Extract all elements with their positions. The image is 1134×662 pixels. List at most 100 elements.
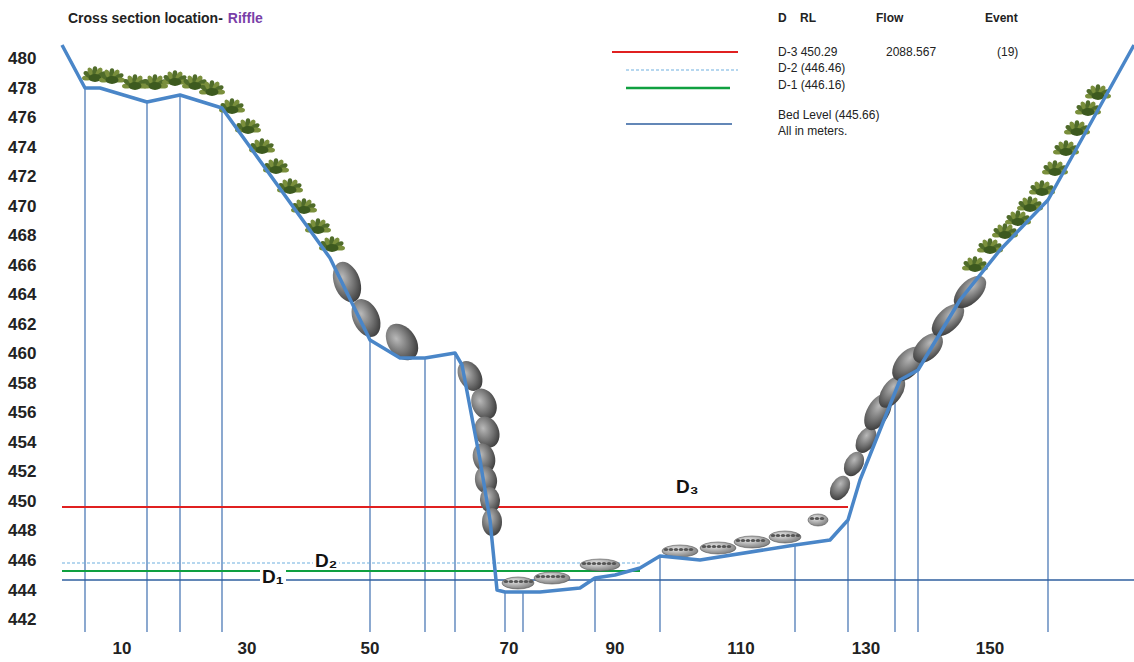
cobble — [612, 562, 616, 565]
cobble — [597, 562, 601, 565]
cobble — [551, 575, 555, 578]
station-line — [369, 340, 370, 632]
y-axis-tick: 472 — [8, 168, 36, 185]
cobble — [756, 539, 760, 542]
station-line — [594, 578, 595, 632]
leaf — [284, 186, 297, 194]
legend-entry: Bed Level (445.66) — [778, 109, 879, 121]
legend-header: Event — [985, 12, 1018, 24]
y-axis-tick: 446 — [8, 552, 36, 569]
station-line — [504, 592, 505, 632]
cobble — [689, 548, 693, 551]
y-axis-tick: 478 — [8, 80, 36, 97]
cobble — [519, 580, 523, 583]
cobble — [504, 580, 508, 583]
x-axis-tick: 90 — [606, 640, 625, 657]
cobble — [776, 534, 780, 537]
cobble — [684, 548, 688, 551]
y-axis-tick: 470 — [8, 198, 36, 215]
depth-label: D₂ — [313, 551, 339, 570]
x-axis-tick: 30 — [238, 640, 257, 657]
event-number: (19) — [997, 46, 1018, 58]
y-axis-tick: 464 — [8, 286, 36, 303]
legend-header: Flow — [876, 12, 903, 24]
cobble — [781, 534, 785, 537]
d2-line — [62, 562, 640, 563]
x-axis-tick: 150 — [976, 640, 1004, 657]
x-axis-tick: 70 — [500, 640, 519, 657]
leaf — [169, 78, 182, 86]
y-axis-tick: 458 — [8, 375, 36, 392]
leaf — [106, 76, 119, 84]
cobble — [546, 575, 550, 578]
station-line — [221, 108, 222, 632]
y-axis-tick: 460 — [8, 345, 36, 362]
legend-header: RL — [800, 12, 816, 24]
cobble-bed — [534, 572, 570, 584]
cobble — [592, 562, 596, 565]
leaf — [1049, 168, 1062, 176]
cobble — [712, 545, 716, 548]
cobble — [582, 562, 586, 565]
cobble — [796, 534, 800, 537]
cobble — [524, 580, 528, 583]
cobble — [529, 580, 533, 583]
ground-profile — [62, 45, 1134, 592]
cobble-bed — [734, 536, 770, 548]
legend-entry: D-2 (446.46) — [778, 62, 845, 74]
cobble — [541, 575, 545, 578]
cobble-bed — [808, 514, 828, 526]
y-axis-tick: 462 — [8, 316, 36, 333]
x-axis-tick: 130 — [852, 640, 880, 657]
y-axis-tick: 476 — [8, 109, 36, 126]
cobble-bed — [502, 577, 534, 589]
station-line — [659, 556, 660, 632]
station-line — [454, 353, 455, 632]
cobble — [727, 545, 731, 548]
boulder — [840, 448, 869, 480]
station-line — [794, 545, 795, 632]
bed-level-line — [62, 579, 1134, 580]
leaf — [1082, 108, 1095, 116]
y-axis-tick: 452 — [8, 463, 36, 480]
cobble — [815, 517, 819, 520]
flow-value: 2088.567 — [886, 46, 936, 58]
x-axis-tick: 110 — [727, 640, 754, 657]
cobble — [587, 562, 591, 565]
leaf — [149, 82, 162, 90]
cobble — [741, 539, 745, 542]
cobble — [674, 548, 678, 551]
x-axis-tick: 10 — [113, 640, 132, 657]
station-line — [847, 520, 848, 632]
cobble — [679, 548, 683, 551]
station-line — [146, 102, 147, 632]
station-line — [1047, 200, 1048, 632]
cobble — [791, 534, 795, 537]
leaf — [326, 244, 339, 252]
boulder — [826, 472, 855, 504]
cobble — [514, 580, 518, 583]
depth-label: D₃ — [674, 477, 701, 496]
cobble — [736, 539, 740, 542]
location-name: Riffle — [228, 11, 263, 25]
cobble — [602, 562, 606, 565]
station-line — [179, 95, 180, 632]
cobble — [810, 517, 814, 520]
leaf — [1036, 188, 1049, 196]
leaf — [1060, 148, 1073, 156]
cobble — [751, 539, 755, 542]
cobble — [509, 580, 513, 583]
cobble — [771, 534, 775, 537]
d3-line — [62, 506, 848, 508]
station-line — [894, 392, 895, 632]
cobbles — [502, 514, 828, 589]
cobble — [702, 545, 706, 548]
cobble — [746, 539, 750, 542]
leaf — [270, 166, 283, 174]
depth-label: D₁ — [260, 567, 286, 586]
cobble — [607, 562, 611, 565]
leaf — [1071, 128, 1084, 136]
cobble — [664, 548, 668, 551]
legend-line — [626, 123, 732, 124]
y-axis-tick: 442 — [8, 611, 36, 628]
